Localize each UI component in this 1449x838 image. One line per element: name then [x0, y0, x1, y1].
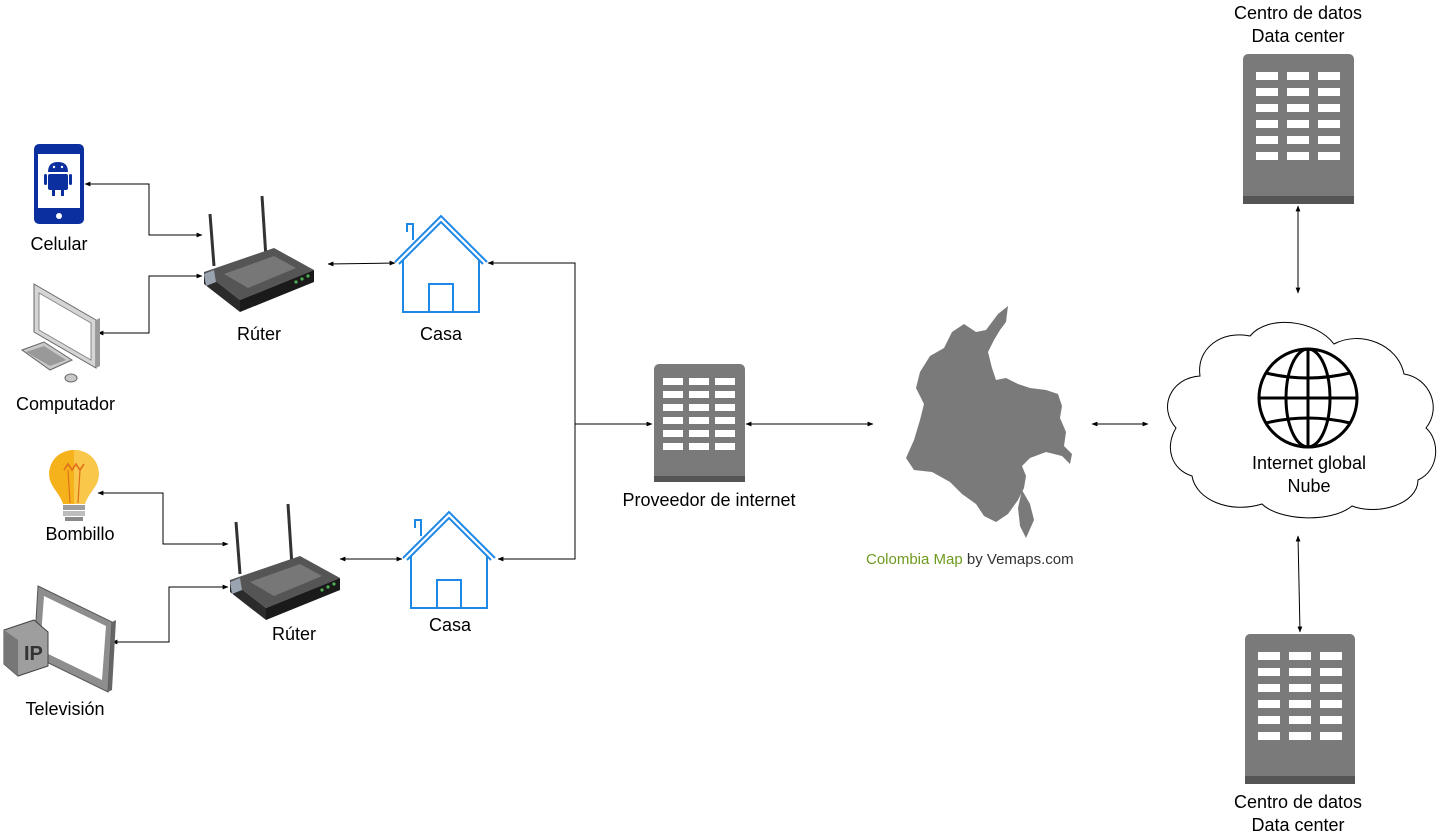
phone-label: Celular: [30, 234, 88, 254]
server-building-icon: [1245, 634, 1355, 784]
android-phone-icon: [34, 144, 84, 224]
cloud-label-line2: Nube: [1287, 476, 1331, 496]
globe-icon: [1257, 347, 1359, 449]
connector-lines: [84, 181, 1303, 645]
house-icon: [402, 511, 496, 609]
light-bulb-icon: [49, 450, 99, 521]
house-icon: [394, 215, 488, 313]
router-label-bottom: Rúter: [271, 624, 316, 644]
map-credit: Colombia Map by Vemaps.com: [866, 551, 1074, 568]
desktop-computer-icon: [20, 283, 100, 383]
computer-label: Computador: [15, 394, 116, 414]
wireless-router-icon: [228, 502, 342, 622]
house-label-bottom: Casa: [428, 615, 472, 635]
server-building-icon: [654, 364, 745, 482]
house-label-top: Casa: [419, 324, 463, 344]
colombia-map-icon: [906, 306, 1072, 538]
datacenter-top-line1: Centro de datos: [1233, 3, 1363, 23]
router-label-top: Rúter: [236, 324, 281, 344]
datacenter-top-line2: Data center: [1251, 26, 1345, 46]
cloud-label-line1: Internet global: [1251, 453, 1367, 473]
map-credit-link[interactable]: Colombia Map: [866, 551, 963, 568]
wireless-router-icon: [202, 194, 316, 314]
ip-tv-icon: IP: [3, 585, 116, 693]
map-credit-source: by Vemaps.com: [962, 551, 1074, 568]
cloud-label: Internet global Nube: [1219, 452, 1399, 498]
cloud-icon: [1167, 321, 1437, 519]
isp-label: Proveedor de internet: [622, 490, 796, 510]
bulb-label: Bombillo: [45, 524, 115, 544]
datacenter-bottom-line1: Centro de datos: [1233, 792, 1363, 812]
datacenter-bottom-line2: Data center: [1251, 815, 1345, 835]
server-building-icon: [1243, 54, 1354, 204]
datacenter-label-bottom: Centro de datos Data center: [1208, 791, 1388, 837]
svg-text:IP: IP: [24, 643, 43, 665]
datacenter-label-top: Centro de datos Data center: [1208, 2, 1388, 48]
tv-label: Televisión: [25, 699, 105, 719]
